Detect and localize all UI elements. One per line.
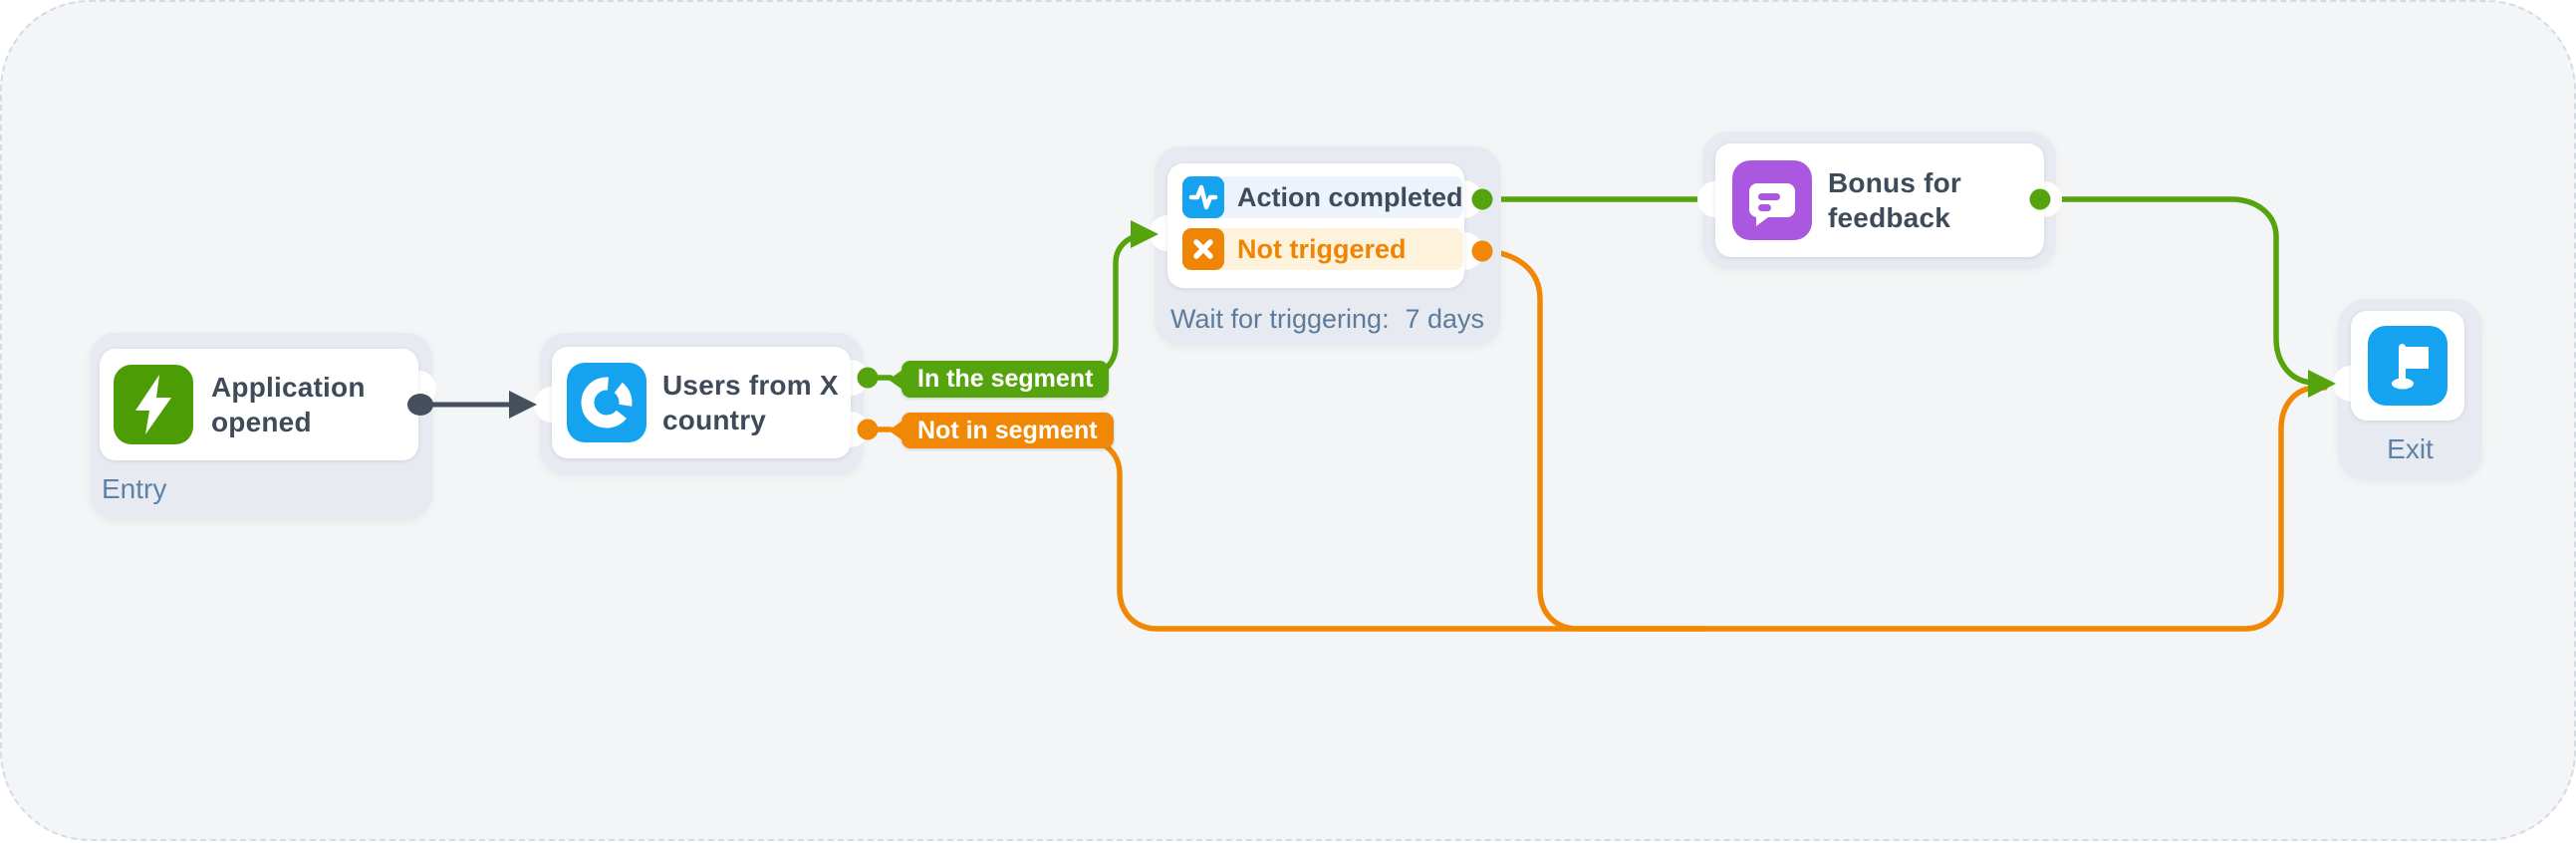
branch-badge-not-in-segment[interactable]: Not in segment [902,413,1114,448]
trigger-row-label: Action completed [1237,181,1463,212]
edge-not-triggered [1485,248,1708,632]
wait-value: 7 days [1405,304,1484,334]
node-segment-filter[interactable]: Users from X country [534,333,869,475]
edge-not-in-segment [1079,385,2328,632]
node-trigger-card[interactable]: Action completed Not triggered [1167,163,1464,288]
trigger-row-action-completed: Action completed [1182,176,1463,218]
node-trigger[interactable]: Action completed Not triggered Wait for … [1150,146,1501,346]
node-entry-sublabel: Entry [102,473,167,504]
edge-in-segment [1077,232,1151,380]
node-bonus-card[interactable]: Bonus for feedback [1715,143,2044,257]
chat-icon [1732,160,1812,240]
arrowhead-into-exit [2308,370,2336,398]
node-bonus-title: Bonus for feedback [1828,167,1962,233]
node-entry[interactable]: Application opened Entry [90,333,436,520]
arrowhead-into-segment [509,391,537,419]
cross-icon [1182,228,1224,270]
node-segment-title: Users from X country [662,370,839,435]
trigger-row-label: Not triggered [1237,233,1407,264]
node-exit[interactable]: Exit [2333,299,2482,480]
node-exit-sublabel: Exit [2387,433,2434,464]
node-exit-card[interactable] [2351,311,2464,421]
lightning-icon [114,365,193,444]
node-entry-card[interactable]: Application opened [100,349,418,460]
flag-icon [2368,326,2447,406]
segment-icon [567,363,646,442]
wait-row: Wait for triggering: 7 days [1170,304,1484,335]
node-entry-title: Application opened [211,372,366,437]
trigger-row-not-triggered: Not triggered [1182,228,1463,270]
node-segment-card[interactable]: Users from X country [552,347,851,458]
node-bonus-for-feedback[interactable]: Bonus for feedback [1697,132,2062,269]
branch-badge-in-segment[interactable]: In the segment [902,361,1110,398]
wait-label: Wait for triggering: [1170,304,1390,334]
edge-bonus-to-exit [2043,196,2326,386]
pulse-icon [1182,176,1224,218]
